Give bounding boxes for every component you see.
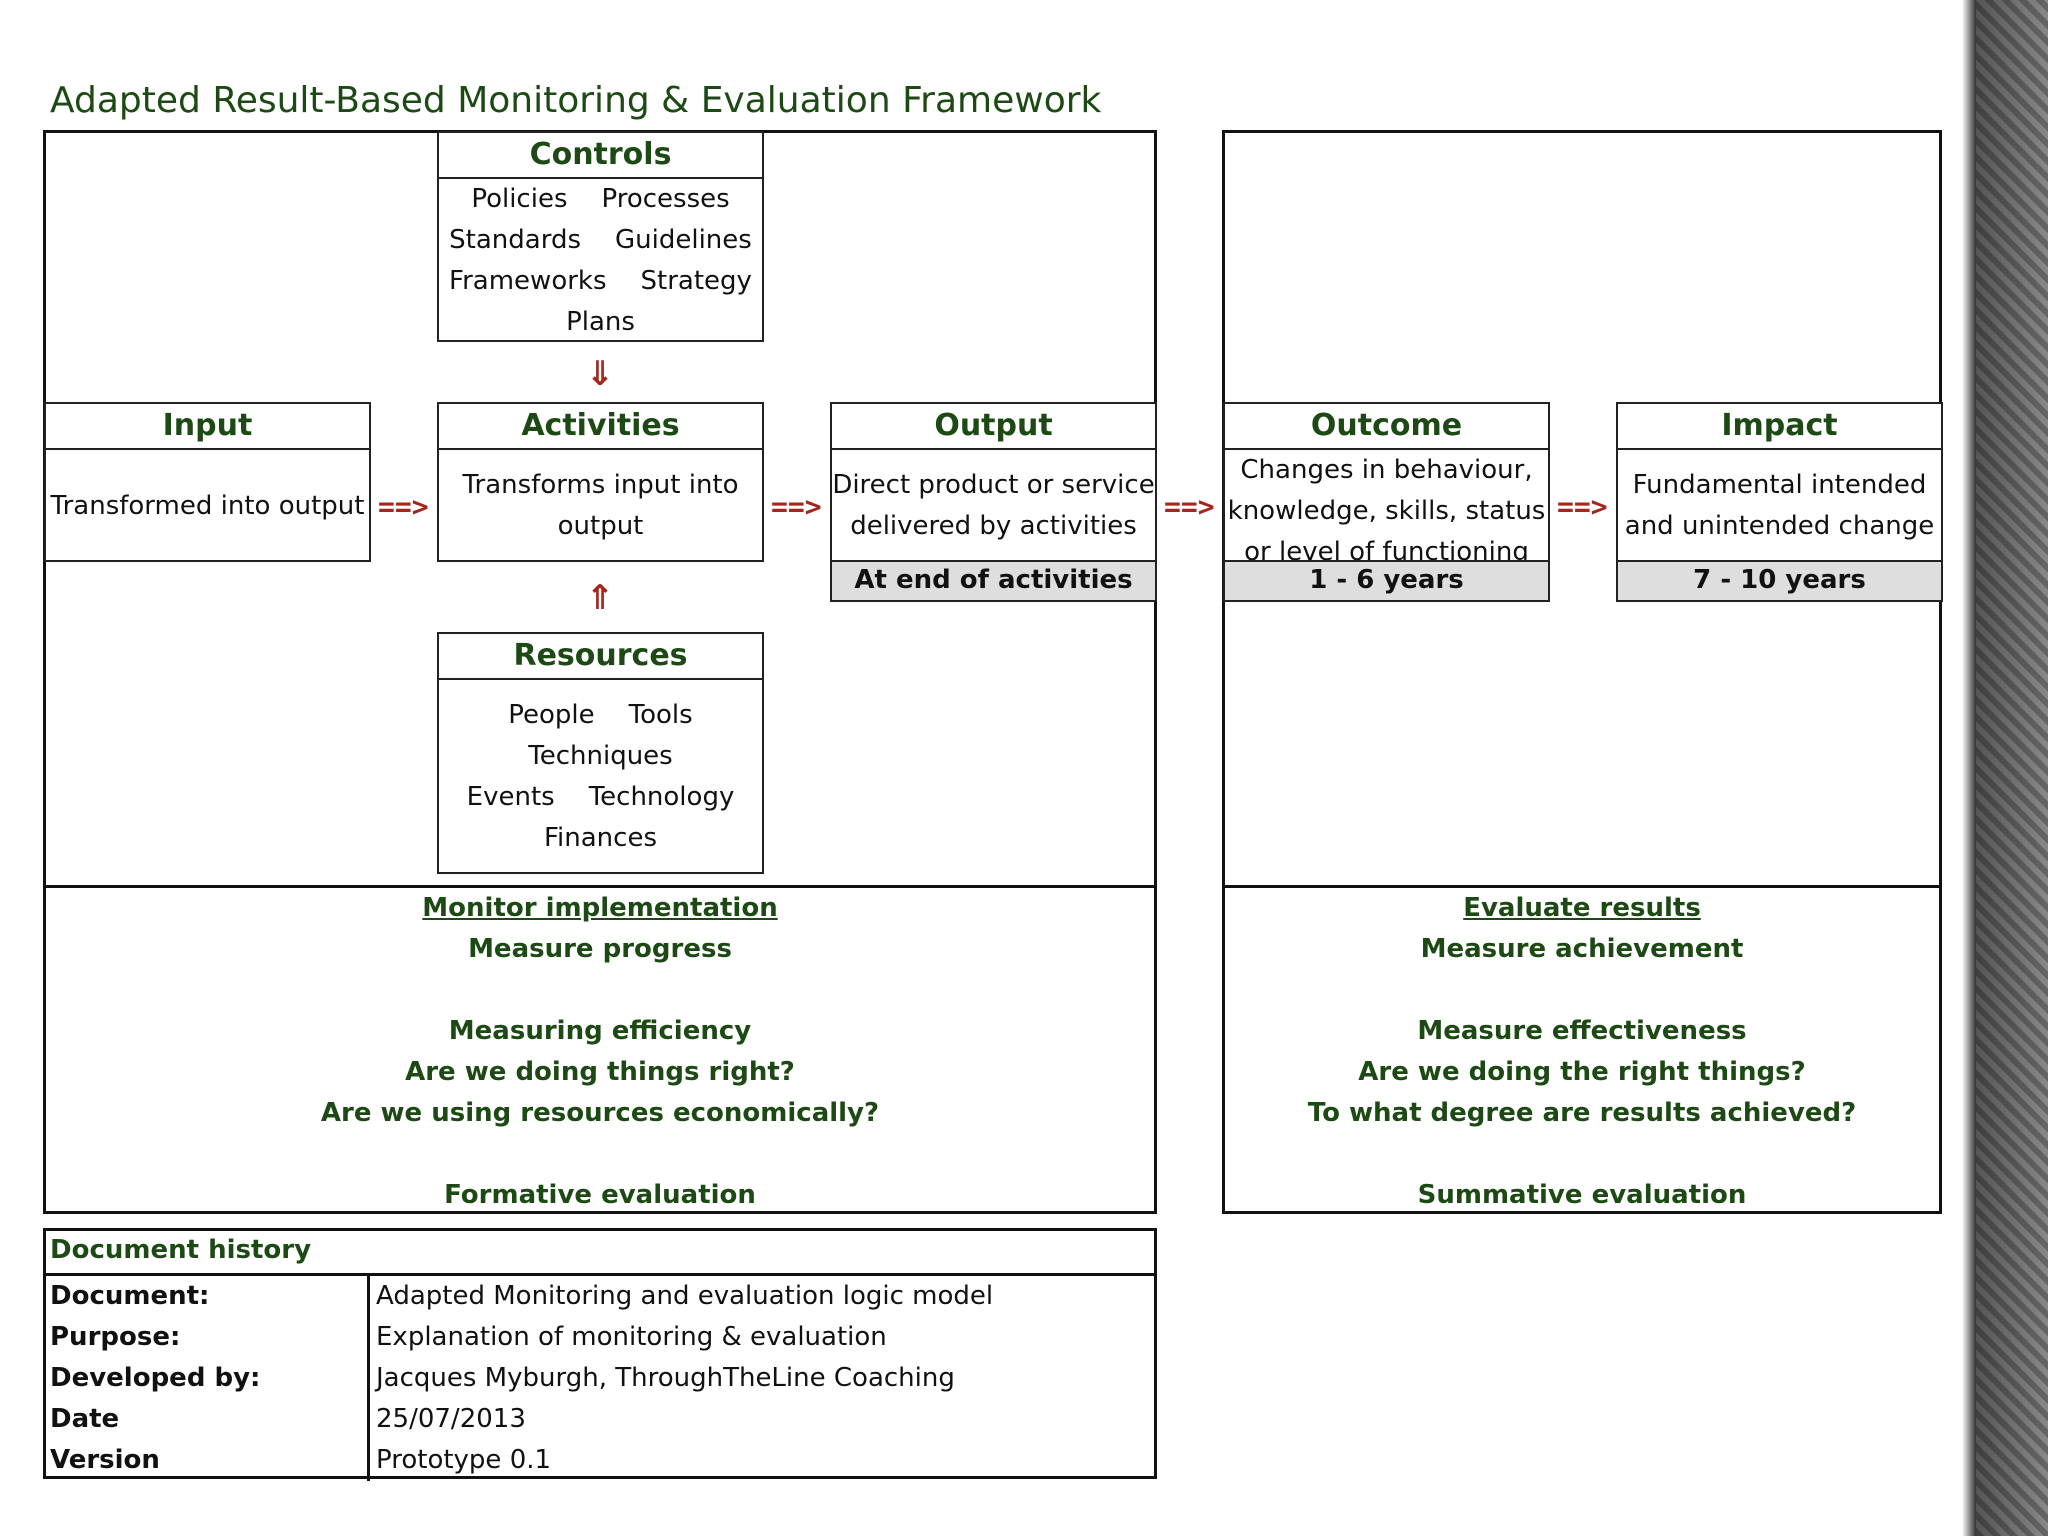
resources-item: Finances bbox=[543, 823, 657, 853]
down-arrow-icon: ⇓ bbox=[585, 354, 615, 394]
table-row: Date 25/07/2013 bbox=[46, 1399, 1154, 1440]
resources-item: Technology bbox=[588, 782, 735, 812]
activities-header: Activities bbox=[439, 404, 762, 450]
monitor-line: Are we using resources economically? bbox=[320, 1098, 880, 1128]
history-value: Adapted Monitoring and evaluation logic … bbox=[376, 1281, 994, 1311]
arrow-outcome-impact-icon: ==> bbox=[1557, 490, 1608, 523]
history-value: Jacques Myburgh, ThroughTheLine Coaching bbox=[376, 1363, 955, 1393]
resources-item: Events bbox=[466, 782, 555, 812]
input-box: Input Transformed into output bbox=[44, 402, 371, 562]
evaluate-footer: Summative evaluation bbox=[1417, 1180, 1747, 1210]
table-row: Developed by: Jacques Myburgh, ThroughTh… bbox=[46, 1358, 1154, 1399]
controls-item: Policies bbox=[471, 183, 568, 214]
decorative-edge bbox=[1962, 0, 1976, 1536]
history-key: Purpose: bbox=[46, 1317, 370, 1358]
history-value: Prototype 0.1 bbox=[376, 1445, 552, 1475]
monitor-section: Monitor implementation Measure progress … bbox=[46, 888, 1154, 1216]
output-box: Output Direct product or service deliver… bbox=[830, 402, 1157, 562]
table-row: Version Prototype 0.1 bbox=[46, 1440, 1154, 1481]
document-history-title: Document history bbox=[46, 1231, 1154, 1276]
impact-timing: 7 - 10 years bbox=[1616, 560, 1943, 602]
history-value: Explanation of monitoring & evaluation bbox=[376, 1322, 887, 1352]
up-arrow-icon: ⇑ bbox=[585, 578, 615, 618]
controls-box: Controls Policies Processes Standards Guid… bbox=[437, 131, 764, 342]
controls-item: Frameworks bbox=[449, 265, 607, 296]
table-row: Document: Adapted Monitoring and evaluat… bbox=[46, 1276, 1154, 1317]
monitor-text-frame bbox=[43, 885, 1157, 1214]
impact-text-line: and unintended change bbox=[1624, 511, 1935, 541]
resources-box: Resources People Tools Techniques Events T… bbox=[437, 632, 764, 874]
output-timing: At end of activities bbox=[830, 560, 1157, 602]
table-row: Purpose: Explanation of monitoring & eva… bbox=[46, 1317, 1154, 1358]
activities-text-line: output bbox=[557, 511, 644, 541]
monitor-line: Measure progress bbox=[468, 934, 732, 964]
arrow-activities-output-icon: ==> bbox=[771, 490, 822, 523]
controls-item: Processes bbox=[601, 183, 730, 214]
arrow-input-activities-icon: ==> bbox=[378, 490, 429, 523]
outcome-text-line: Changes in behaviour, bbox=[1240, 455, 1533, 485]
resources-item: Tools bbox=[628, 700, 693, 730]
page-title: Adapted Result-Based Monitoring & Evalua… bbox=[50, 80, 1102, 121]
document-history-table: Document history Document: Adapted Monit… bbox=[43, 1228, 1157, 1481]
input-text: Transformed into output bbox=[50, 490, 365, 521]
evaluate-heading: Evaluate results bbox=[1463, 893, 1701, 923]
evaluate-text-frame bbox=[1222, 885, 1942, 1214]
controls-header: Controls bbox=[439, 133, 762, 179]
input-header: Input bbox=[46, 404, 369, 450]
history-key: Version bbox=[46, 1440, 370, 1481]
outcome-text-line: or level of functioning bbox=[1244, 537, 1529, 562]
resources-item: People bbox=[508, 700, 595, 730]
history-key: Developed by: bbox=[46, 1358, 370, 1399]
activities-box: Activities Transforms input into output bbox=[437, 402, 764, 562]
outcome-timing: 1 - 6 years bbox=[1223, 560, 1550, 602]
monitor-heading: Monitor implementation bbox=[422, 893, 778, 923]
arrow-output-outcome-icon: ==> bbox=[1164, 490, 1215, 523]
output-header: Output bbox=[832, 404, 1155, 450]
outcome-header: Outcome bbox=[1225, 404, 1548, 450]
controls-item: Guidelines bbox=[615, 224, 752, 255]
resources-header: Resources bbox=[439, 634, 762, 680]
impact-header: Impact bbox=[1618, 404, 1941, 450]
evaluate-section: Evaluate results Measure achievement Mea… bbox=[1225, 888, 1939, 1216]
controls-item: Plans bbox=[566, 306, 635, 337]
monitor-line: Are we doing things right? bbox=[405, 1057, 795, 1087]
monitor-footer: Formative evaluation bbox=[444, 1180, 756, 1210]
output-text-line: Direct product or service bbox=[832, 470, 1155, 500]
resources-item: Techniques bbox=[528, 741, 673, 771]
history-key: Document: bbox=[46, 1276, 370, 1317]
impact-box: Impact Fundamental intended and unintend… bbox=[1616, 402, 1943, 562]
decorative-pattern bbox=[1976, 0, 2048, 1536]
evaluate-line: Measure achievement bbox=[1420, 934, 1744, 964]
controls-list: Policies Processes Standards Guidelines Fr… bbox=[439, 179, 762, 342]
outcome-box: Outcome Changes in behaviour, knowledge,… bbox=[1223, 402, 1550, 562]
activities-text-line: Transforms input into bbox=[462, 470, 739, 500]
history-value: 25/07/2013 bbox=[376, 1404, 526, 1434]
impact-text-line: Fundamental intended bbox=[1632, 470, 1927, 500]
outcome-text-line: knowledge, skills, status bbox=[1227, 496, 1546, 526]
evaluate-line: Are we doing the right things? bbox=[1358, 1057, 1806, 1087]
evaluate-line: To what degree are results achieved? bbox=[1307, 1098, 1857, 1128]
controls-item: Standards bbox=[449, 224, 581, 255]
controls-item: Strategy bbox=[640, 265, 752, 296]
evaluate-line: Measure effectiveness bbox=[1417, 1016, 1747, 1046]
history-key: Date bbox=[46, 1399, 370, 1440]
output-text-line: delivered by activities bbox=[850, 511, 1137, 541]
monitor-line: Measuring efficiency bbox=[448, 1016, 752, 1046]
